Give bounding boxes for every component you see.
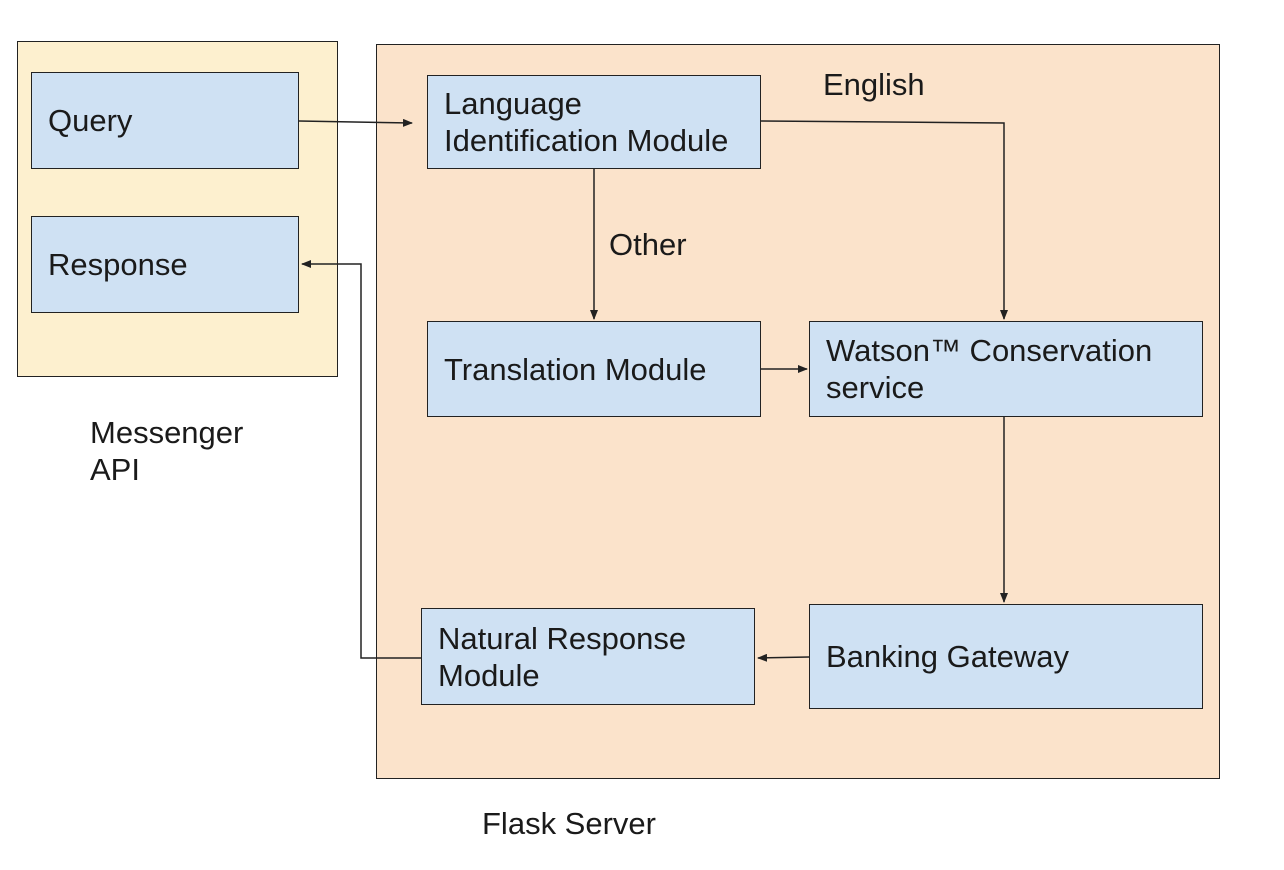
- translation-module-node: Translation Module: [427, 321, 761, 417]
- english-edge-label: English: [823, 67, 925, 102]
- natural-response-node: Natural Response Module: [421, 608, 755, 705]
- watson-service-node: Watson™ Conservation service: [809, 321, 1203, 417]
- query-node: Query: [31, 72, 299, 169]
- response-node: Response: [31, 216, 299, 313]
- language-identification-node: Language Identification Module: [427, 75, 761, 169]
- flask-server-label: Flask Server: [482, 806, 656, 841]
- banking-gateway-node: Banking Gateway: [809, 604, 1203, 709]
- messenger-api-label: Messenger API: [90, 415, 244, 487]
- other-edge-label: Other: [609, 227, 687, 262]
